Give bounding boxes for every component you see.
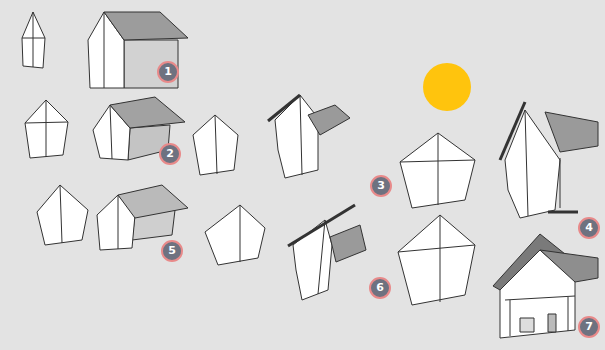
callout-number: 7: [578, 316, 600, 338]
callout-number: 3: [370, 175, 392, 197]
callout-number: 6: [369, 277, 391, 299]
callout-number: 5: [161, 240, 183, 262]
callout-number: 2: [159, 143, 181, 165]
callout-number: 4: [578, 217, 600, 239]
callout-number: 1: [157, 61, 179, 83]
